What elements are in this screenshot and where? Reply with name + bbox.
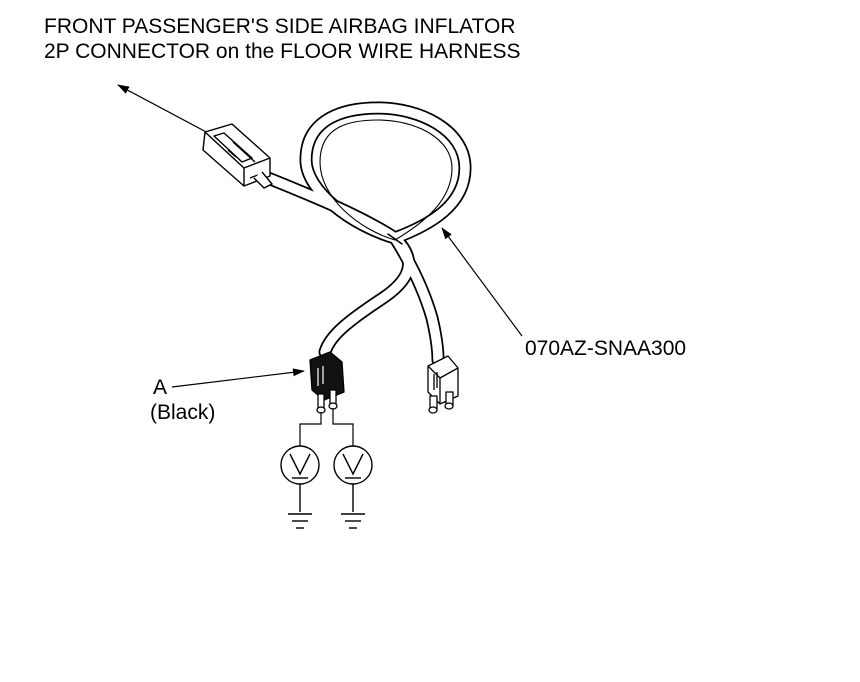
ground-icon <box>341 513 365 529</box>
connector-b-white <box>427 355 459 414</box>
connector-a-color-label: (Black) <box>150 401 216 424</box>
voltmeter-icon <box>333 445 373 512</box>
connector-a-leader-arrow-icon <box>171 368 305 388</box>
harness-cable <box>261 101 472 367</box>
title-leader-arrow-icon <box>117 84 211 135</box>
title-line-1: FRONT PASSENGER'S SIDE AIRBAG INFLATOR <box>44 15 516 38</box>
part-number-label: 070AZ-SNAA300 <box>525 337 687 360</box>
connector-a-black <box>309 351 345 414</box>
title-line-2: 2P CONNECTOR on the FLOOR WIRE HARNESS <box>44 40 521 63</box>
part-leader-arrow-icon <box>441 227 523 337</box>
voltmeter-icon <box>280 445 320 512</box>
floor-harness-2p-connector <box>202 123 273 189</box>
test-leads <box>299 408 354 446</box>
connector-a-label: A <box>153 376 168 399</box>
ground-icon <box>288 513 312 529</box>
